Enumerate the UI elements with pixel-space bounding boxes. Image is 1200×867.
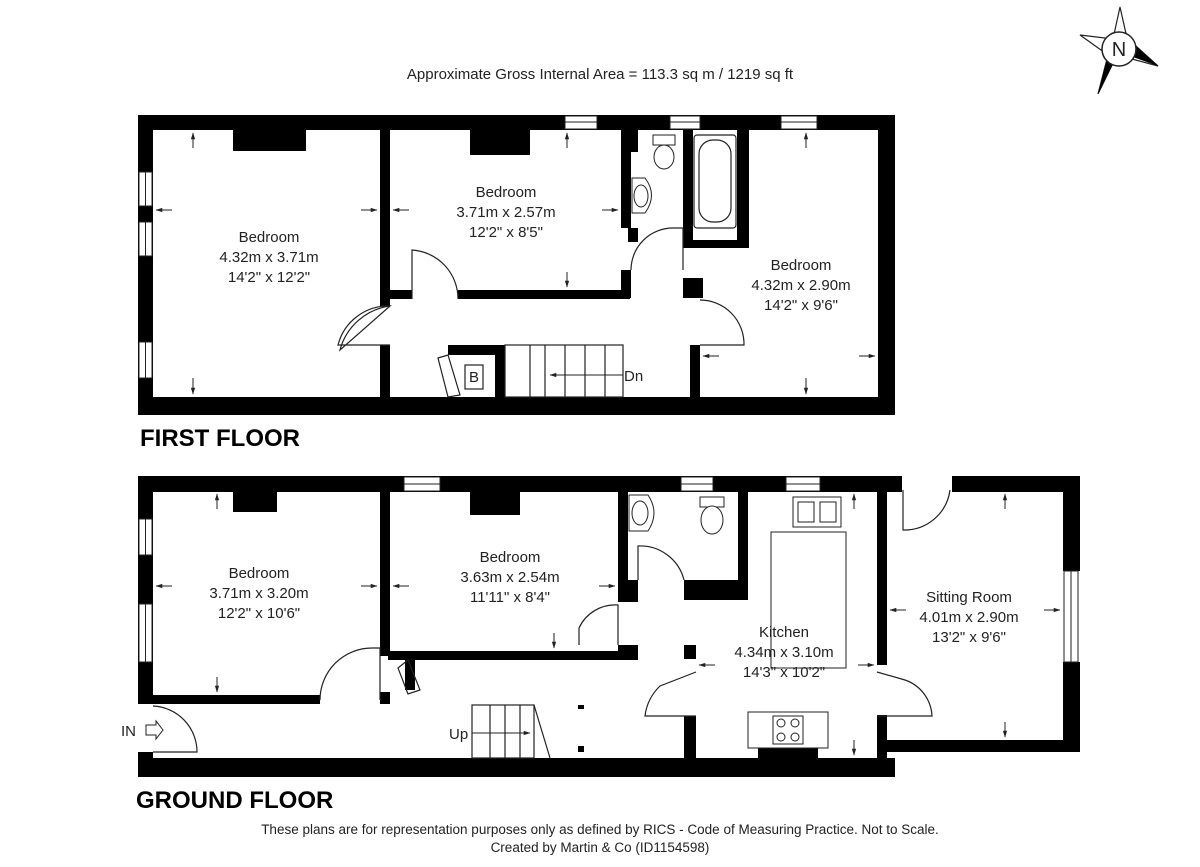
ff-room-2-name: Bedroom	[476, 184, 537, 201]
first-floor-title: FIRST FLOOR	[140, 425, 300, 452]
hob-icon	[772, 715, 804, 745]
ground-floor-plan: IN Up Bedr	[121, 476, 1080, 777]
ff-room-1-name: Bedroom	[239, 229, 300, 246]
first-floor-wall-bottom	[138, 397, 895, 415]
first-floor-stairs-label: Dn	[624, 368, 643, 385]
ff-room-1-imperial: 14'2" x 12'2"	[228, 269, 310, 286]
first-floor-wall-right	[878, 115, 895, 415]
ff-room-2-imperial: 12'2" x 8'5"	[469, 224, 543, 241]
entrance-label: IN	[121, 723, 136, 740]
credit-text: Created by Martin & Co (ID1154598)	[491, 840, 710, 855]
compass-icon: N	[1079, 6, 1159, 95]
toilet-icon	[652, 134, 676, 170]
ground-toilet-icon	[699, 496, 725, 535]
gf-room-3-metric: 4.34m x 3.10m	[734, 644, 833, 661]
ground-floor-wall-bottom	[138, 758, 895, 777]
bath-icon	[693, 134, 737, 229]
ff-room-3-imperial: 14'2" x 9'6"	[764, 297, 838, 314]
gf-room-2-metric: 3.63m x 2.54m	[460, 569, 559, 586]
gf-room-3-name: Kitchen	[759, 624, 809, 641]
gross-area-text: Approximate Gross Internal Area = 113.3 …	[407, 66, 794, 83]
boiler-label: B	[469, 369, 479, 386]
first-floor-stairs	[504, 344, 624, 398]
gf-room-4-name: Sitting Room	[926, 589, 1012, 606]
ff-room-1-metric: 4.32m x 3.71m	[219, 249, 318, 266]
ff-room-3-metric: 4.32m x 2.90m	[751, 277, 850, 294]
gf-room-2-name: Bedroom	[480, 549, 541, 566]
gf-room-4-metric: 4.01m x 2.90m	[919, 609, 1018, 626]
gf-room-1-imperial: 12'2" x 10'6"	[218, 605, 300, 622]
sink-icon	[792, 496, 842, 528]
first-floor-plan: B	[138, 115, 895, 415]
gf-room-1-name: Bedroom	[229, 565, 290, 582]
compass-north-label: N	[1112, 39, 1126, 61]
ground-floor-stairs	[471, 704, 551, 759]
gf-room-3-imperial: 14'3" x 10'2"	[743, 664, 825, 681]
entrance-arrow-icon	[145, 719, 164, 741]
ground-basin-icon	[628, 494, 655, 532]
first-floor-wall-top	[138, 115, 895, 130]
ground-floor-title: GROUND FLOOR	[136, 787, 333, 814]
ground-floor-stairs-label: Up	[449, 726, 468, 743]
gf-room-4-imperial: 13'2" x 9'6"	[932, 629, 1006, 646]
disclaimer-text: These plans are for representation purpo…	[261, 822, 939, 837]
basin-icon	[631, 177, 652, 214]
ff-room-2-metric: 3.71m x 2.57m	[456, 204, 555, 221]
gf-room-1-metric: 3.71m x 3.20m	[209, 585, 308, 602]
ff-room-3-name: Bedroom	[771, 257, 832, 274]
gf-room-2-imperial: 11'11" x 8'4"	[470, 589, 550, 606]
